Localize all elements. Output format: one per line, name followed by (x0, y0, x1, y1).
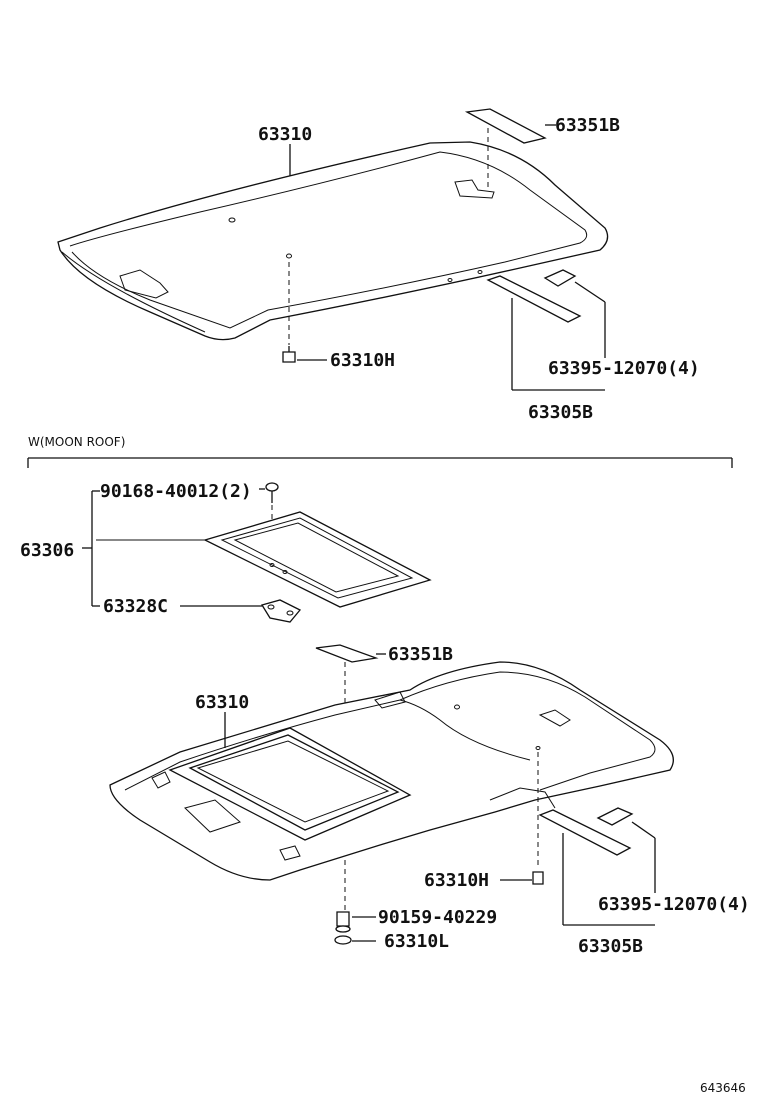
bracket-drawing (260, 599, 302, 623)
label-bracket: 63328C (103, 596, 168, 617)
bottom-headliner-drawing (109, 661, 674, 881)
label-bottom-headliner: 63310 (195, 692, 249, 713)
moonroof-frame-drawing (203, 511, 432, 608)
label-bottom-clip: 63395-12070(4) (598, 894, 750, 915)
label-washer: 63310L (384, 931, 449, 952)
label-top-headliner: 63310 (258, 124, 312, 145)
label-bottom-pad: 63351B (388, 644, 453, 665)
nut-washer-drawing (334, 911, 376, 945)
label-top-clip: 63395-12070(4) (548, 358, 700, 379)
top-pad-drawing (464, 108, 556, 188)
bottom-bolt-drawing (500, 752, 544, 885)
top-bolt-drawing (282, 262, 327, 363)
label-bottom-spacer: 63305B (578, 936, 643, 957)
bottom-spacer-drawing (538, 807, 656, 926)
top-headliner-drawing (57, 141, 609, 341)
label-nut: 90159-40229 (378, 907, 497, 928)
section-moonroof-title: W(MOON ROOF) (28, 435, 125, 449)
label-top-pad: 63351B (555, 115, 620, 136)
label-screw: 90168-40012(2) (100, 481, 252, 502)
diagram-id: 643646 (700, 1081, 746, 1095)
label-frame-assy: 63306 (20, 540, 74, 561)
top-spacer-drawing (486, 269, 606, 391)
section-divider (27, 457, 733, 468)
label-top-spacer: 63305B (528, 402, 593, 423)
label-top-bolt: 63310H (330, 350, 395, 371)
label-bottom-bolt: 63310H (424, 870, 489, 891)
